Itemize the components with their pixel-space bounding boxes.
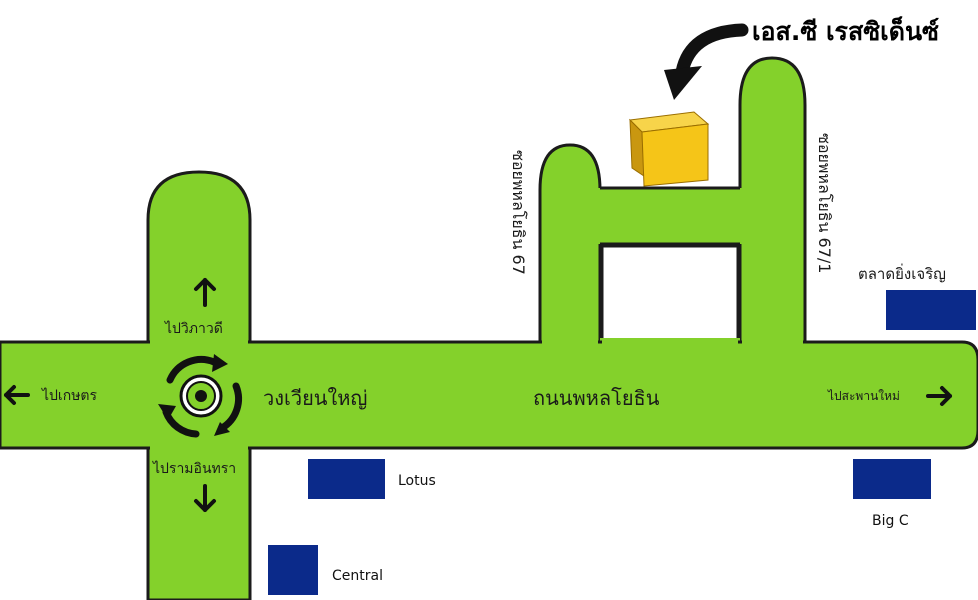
arrow-down-icon bbox=[194, 484, 216, 512]
bigc-block bbox=[853, 459, 931, 499]
direction-north-label: ไปวิภาวดี bbox=[165, 321, 223, 337]
direction-west-label: ไปเกษตร bbox=[42, 388, 98, 404]
lotus-label: Lotus bbox=[398, 473, 436, 489]
direction-south-label: ไปรามอินทรา bbox=[153, 461, 237, 477]
market-label: ตลาดยิ่งเจริญ bbox=[858, 265, 946, 283]
main-road-label: ถนนพหลโยธิน bbox=[533, 386, 660, 410]
soi-67-road bbox=[538, 143, 602, 347]
direction-east-label: ไปสะพานใหม่ bbox=[828, 389, 900, 403]
central-label: Central bbox=[332, 568, 383, 584]
roundabout-label: วงเวียนใหญ่ bbox=[263, 386, 368, 410]
central-block bbox=[268, 545, 318, 595]
connector-road bbox=[598, 188, 742, 244]
bigc-label: Big C bbox=[872, 513, 909, 529]
soi-67-1-road bbox=[738, 56, 807, 347]
arrow-up-icon bbox=[194, 278, 216, 307]
soi-67-1-label: ซอยพหลโยธิน 67/1 bbox=[815, 133, 834, 274]
soi-67-label: ซอยพหลโยธิน 67 bbox=[509, 150, 528, 275]
destination-title: เอส.ซี เรสซิเด็นซ์ bbox=[752, 17, 940, 46]
arrow-left-icon bbox=[4, 385, 30, 405]
market-block bbox=[886, 290, 976, 330]
arrow-right-icon bbox=[926, 386, 952, 406]
lotus-block bbox=[308, 459, 385, 499]
